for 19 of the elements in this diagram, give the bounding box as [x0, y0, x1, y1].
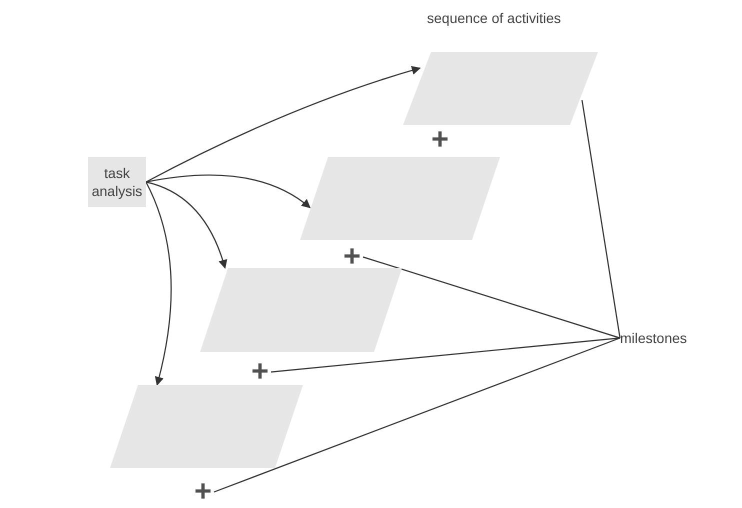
arrow: [145, 182, 172, 386]
parallelogram-shape: [200, 268, 402, 352]
milestone-label: milestones: [620, 328, 710, 348]
parallelogram-shape: [300, 157, 500, 240]
plus-sign: +: [429, 128, 451, 152]
arrow: [146, 174, 311, 208]
connector-line: [270, 337, 620, 373]
parallelogram-shape: [403, 52, 598, 125]
connector-line: [214, 337, 620, 493]
plus-sign: +: [192, 480, 214, 504]
arrow: [146, 181, 227, 269]
plus-sign: +: [249, 360, 271, 384]
process-box: task analysis: [88, 157, 146, 207]
parallelogram-shape: [110, 385, 303, 468]
heading-label: sequence of activities: [427, 10, 561, 26]
connector-line: [362, 256, 620, 339]
arrow: [146, 66, 421, 183]
plus-sign: +: [341, 245, 363, 269]
connector-line: [581, 100, 621, 338]
